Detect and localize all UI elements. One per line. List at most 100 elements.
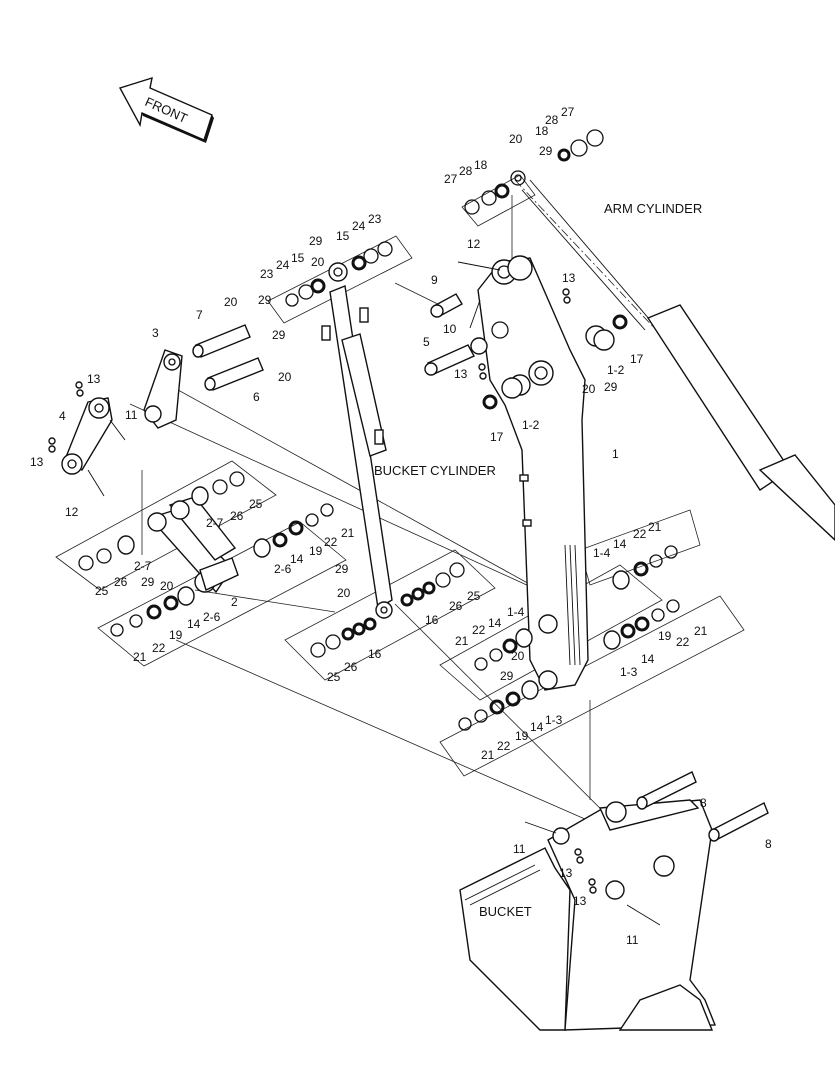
callout: 19 bbox=[309, 544, 323, 558]
callout: 23 bbox=[368, 212, 382, 226]
callout: 2-6 bbox=[274, 562, 292, 576]
callout: 20 bbox=[160, 579, 174, 593]
callout: 11 bbox=[125, 408, 138, 422]
callout: 14 bbox=[187, 617, 201, 631]
callout: 7 bbox=[196, 308, 203, 322]
callout: 18 bbox=[474, 158, 488, 172]
callout: 3 bbox=[152, 326, 159, 340]
callout: 17 bbox=[630, 352, 644, 366]
callout: 29 bbox=[309, 234, 323, 248]
callout: 9 bbox=[431, 273, 438, 287]
callout: 29 bbox=[335, 562, 349, 576]
callout: 20 bbox=[311, 255, 325, 269]
pins-upper bbox=[424, 261, 571, 380]
callout: 20 bbox=[337, 586, 351, 600]
callout: 12 bbox=[65, 505, 79, 519]
callout: 5 bbox=[423, 335, 430, 349]
callout: 22 bbox=[676, 635, 690, 649]
bucket-cylinder-label: BUCKET CYLINDER bbox=[374, 463, 496, 478]
callout: 21 bbox=[341, 526, 355, 540]
bucket-body: BUCKET bbox=[459, 771, 769, 1031]
callout: 20 bbox=[278, 370, 292, 384]
link-assembly-left bbox=[48, 324, 264, 497]
callout: 14 bbox=[488, 616, 502, 630]
callout: 12 bbox=[467, 237, 481, 251]
arm-cylinder: ARM CYLINDER bbox=[510, 170, 835, 541]
callout: 27 bbox=[444, 172, 458, 186]
callout: 29 bbox=[500, 669, 514, 683]
callout: 21 bbox=[694, 624, 708, 638]
callout: 20 bbox=[509, 132, 523, 146]
callout: 21 bbox=[455, 634, 469, 648]
callout: 29 bbox=[258, 293, 272, 307]
bushing-1-2-group bbox=[482, 314, 628, 410]
callout: 1-3 bbox=[545, 713, 563, 727]
callout: 22 bbox=[472, 623, 486, 637]
arm-cylinder-label: ARM CYLINDER bbox=[604, 201, 702, 216]
callout: 16 bbox=[425, 613, 439, 627]
callout: 19 bbox=[658, 629, 672, 643]
bucket-cylinder: BUCKET CYLINDER bbox=[321, 262, 496, 619]
callout: 20 bbox=[582, 382, 596, 396]
link-2 bbox=[147, 496, 239, 594]
callout: 6 bbox=[253, 390, 260, 404]
callout: 17 bbox=[490, 430, 504, 444]
callout: 13 bbox=[30, 455, 44, 469]
callout: 21 bbox=[648, 520, 662, 534]
callout: 19 bbox=[169, 628, 183, 642]
callout: 29 bbox=[604, 380, 618, 394]
callout: 22 bbox=[324, 535, 338, 549]
callout: 14 bbox=[641, 652, 655, 666]
callout: 24 bbox=[352, 219, 366, 233]
callout: 2 bbox=[231, 595, 238, 609]
bucket-label: BUCKET bbox=[479, 904, 532, 919]
callout: 29 bbox=[272, 328, 286, 342]
callout: 11 bbox=[513, 842, 526, 856]
callout: 13 bbox=[562, 271, 576, 285]
callout: 18 bbox=[535, 124, 549, 138]
callout: 24 bbox=[276, 258, 290, 272]
callout: 21 bbox=[133, 650, 147, 664]
callout: 20 bbox=[511, 649, 525, 663]
callout: 15 bbox=[336, 229, 350, 243]
callout: 19 bbox=[515, 729, 529, 743]
callout: 28 bbox=[459, 164, 473, 178]
callout: 25 bbox=[95, 584, 109, 598]
front-arrow-icon: FRONT bbox=[118, 76, 214, 143]
callout: 13 bbox=[559, 866, 573, 880]
callout: 27 bbox=[561, 105, 575, 119]
callout: 11 bbox=[626, 933, 639, 947]
callout: 22 bbox=[497, 739, 511, 753]
callout: 8 bbox=[700, 796, 707, 810]
callout: 1-4 bbox=[507, 605, 525, 619]
callout-numbers: 27 28 18 20 29 27 28 18 29 15 24 23 20 2… bbox=[30, 105, 772, 947]
callout: 26 bbox=[230, 509, 244, 523]
washer-stacks bbox=[78, 129, 680, 731]
callout: 13 bbox=[573, 894, 587, 908]
callout: 16 bbox=[368, 647, 382, 661]
callout: 1 bbox=[612, 447, 619, 461]
callout: 25 bbox=[249, 497, 263, 511]
callout: 29 bbox=[539, 144, 553, 158]
callout: 26 bbox=[344, 660, 358, 674]
callout: 26 bbox=[449, 599, 463, 613]
callout: 14 bbox=[290, 552, 304, 566]
callout: 14 bbox=[613, 537, 627, 551]
callout: 13 bbox=[87, 372, 101, 386]
callout: 22 bbox=[152, 641, 166, 655]
arm-body bbox=[477, 255, 589, 691]
callout: 22 bbox=[633, 527, 647, 541]
callout: 8 bbox=[765, 837, 772, 851]
callout: 1-2 bbox=[522, 418, 540, 432]
callout: 25 bbox=[327, 670, 341, 684]
callout: 15 bbox=[291, 251, 305, 265]
callout: 25 bbox=[467, 589, 481, 603]
callout: 14 bbox=[530, 720, 544, 734]
callout: 2-6 bbox=[203, 610, 221, 624]
callout: 20 bbox=[224, 295, 238, 309]
callout: 4 bbox=[59, 409, 66, 423]
callout: 28 bbox=[545, 113, 559, 127]
callout: 13 bbox=[454, 367, 468, 381]
callout: 29 bbox=[141, 575, 155, 589]
